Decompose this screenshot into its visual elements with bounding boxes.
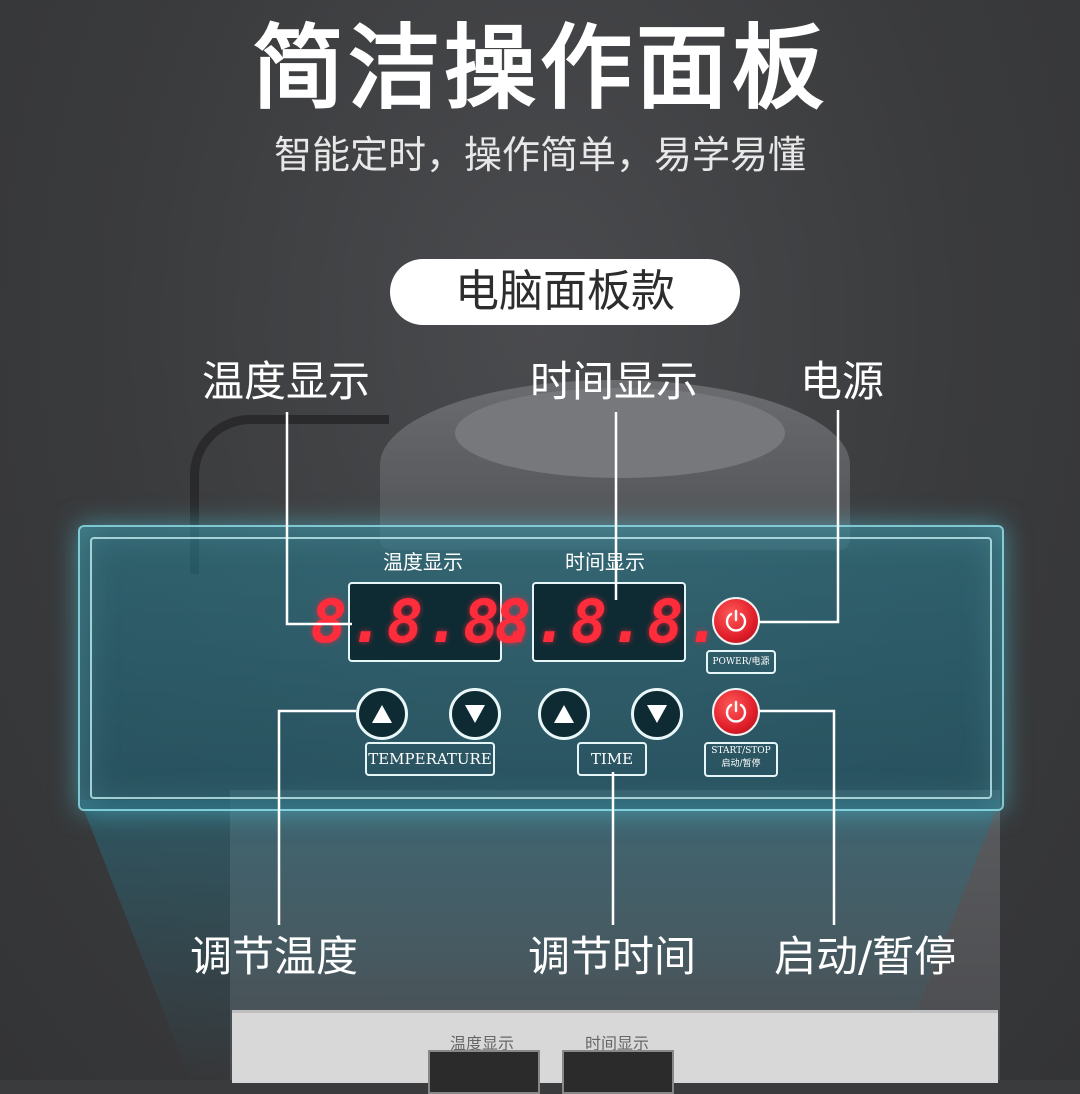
temperature-up-button[interactable] (356, 688, 408, 740)
power-cable (190, 415, 389, 574)
time-down-button[interactable] (631, 688, 683, 740)
power-label: POWER/电源 (712, 657, 770, 667)
triangle-up-icon (372, 705, 392, 723)
temperature-down-button[interactable] (449, 688, 501, 740)
temp-display-leader (285, 412, 352, 626)
temperature-label-box: TEMPERATURE (365, 742, 495, 776)
bottom-temp-label: 温度显示 (450, 1034, 515, 1053)
temperature-display: 8.8.8. (311, 582, 537, 662)
power-button[interactable] (712, 597, 760, 645)
device-dome (455, 388, 785, 478)
callout-adjust-temp: 调节温度 (190, 932, 359, 981)
callout-start-pause: 启动/暂停 (774, 932, 957, 981)
time-up-button[interactable] (538, 688, 590, 740)
triangle-up-icon (554, 705, 574, 723)
bottom-time-label: 时间显示 (585, 1034, 650, 1053)
model-badge: 电脑面板款 (390, 259, 740, 325)
callout-temp-display: 温度显示 (202, 357, 371, 406)
temperature-button-label: TEMPERATURE (368, 750, 492, 768)
time-display: 8.8.8. (495, 582, 721, 662)
page-subtitle: 智能定时，操作简单，易学易懂 (273, 133, 806, 177)
control-panel (78, 525, 1004, 811)
temperature-digits: 8.8.8. (310, 587, 540, 657)
start-stop-label-en: START/STOP (711, 746, 771, 756)
callout-adjust-time: 调节时间 (528, 932, 697, 981)
triangle-down-icon (647, 705, 667, 723)
time-button-label: TIME (590, 750, 634, 768)
triangle-down-icon (465, 705, 485, 723)
callout-time-display: 时间显示 (530, 357, 699, 406)
power-label-box: POWER/电源 (706, 650, 776, 674)
start-stop-label-cn: 启动/暂停 (721, 759, 761, 769)
control-panel-frame (90, 537, 992, 799)
power-icon (725, 700, 747, 723)
adjust-temp-leader (277, 709, 356, 925)
page-title: 简洁操作面板 (251, 15, 828, 122)
start-stop-label-box: START/STOP 启动/暂停 (704, 742, 778, 777)
power-leader (758, 410, 840, 624)
panel-temp-label: 温度显示 (383, 550, 463, 574)
power-icon (725, 609, 747, 632)
start-pause-leader (758, 709, 836, 925)
callout-power: 电源 (800, 357, 885, 406)
panel-time-label: 时间显示 (565, 550, 645, 574)
time-digits: 8.8.8. (494, 587, 724, 657)
